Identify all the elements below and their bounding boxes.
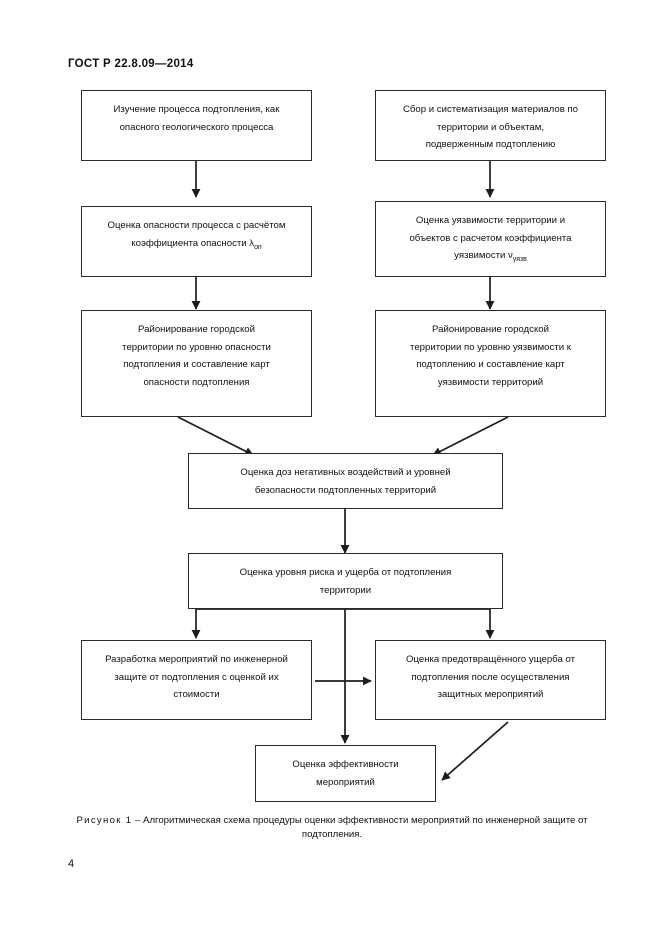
node-effectiveness-assessment-label: Оценка эффективности мероприятий — [292, 759, 399, 788]
node-collect-materials-label: Сбор и систематизация материалов по терр… — [403, 104, 578, 151]
node-vulnerability-assessment-label: Оценка уязвимости территории и объектов … — [383, 212, 598, 265]
figure-caption-text: Алгоритмическая схема процедуры оценки э… — [143, 815, 588, 841]
node-protection-measures-label: Разработка мероприятий по инженерной защ… — [105, 654, 288, 701]
node-dose-safety-assessment[interactable]: Оценка доз негативных воздействий и уров… — [188, 453, 503, 509]
node-collect-materials[interactable]: Сбор и систематизация материалов по терр… — [375, 90, 606, 161]
node-vulnerability-zoning[interactable]: Районирование городской территории по ур… — [375, 310, 606, 417]
node-protection-measures[interactable]: Разработка мероприятий по инженерной защ… — [81, 640, 312, 720]
node-hazard-assessment-subscript: оп — [254, 243, 262, 251]
node-hazard-zoning-label: Районирование городской территории по ур… — [122, 324, 271, 389]
page-number: 4 — [68, 858, 75, 870]
node-hazard-assessment-label: Оценка опасности процесса с расчётом коэ… — [89, 217, 304, 252]
node-vulnerability-assessment-subscript: уязв — [512, 256, 527, 264]
node-prevented-damage[interactable]: Оценка предотвращённого ущерба от подтоп… — [375, 640, 606, 720]
node-hazard-assessment[interactable]: Оценка опасности процесса с расчётом коэ… — [81, 206, 312, 277]
node-vulnerability-assessment-text: Оценка уязвимости территории и объектов … — [409, 215, 572, 262]
node-risk-damage-assessment[interactable]: Оценка уровня риска и ущерба от подтопле… — [188, 553, 503, 609]
node-study-process-label: Изучение процесса подтопления, как опасн… — [113, 104, 280, 133]
node-hazard-zoning[interactable]: Районирование городской территории по ур… — [81, 310, 312, 417]
figure-caption-dash: – — [135, 815, 141, 826]
node-vulnerability-assessment[interactable]: Оценка уязвимости территории и объектов … — [375, 201, 606, 277]
standard-header: ГОСТ Р 22.8.09—2014 — [68, 58, 194, 70]
figure-caption: Рисунок 1 – Алгоритмическая схема процед… — [62, 814, 602, 843]
node-risk-damage-assessment-label: Оценка уровня риска и ущерба от подтопле… — [239, 567, 452, 596]
node-vulnerability-zoning-label: Районирование городской территории по ур… — [410, 324, 571, 389]
node-effectiveness-assessment[interactable]: Оценка эффективности мероприятий — [255, 745, 436, 802]
node-hazard-assessment-text: Оценка опасности процесса с расчётом коэ… — [107, 220, 286, 249]
node-study-process[interactable]: Изучение процесса подтопления, как опасн… — [81, 90, 312, 161]
node-dose-safety-assessment-label: Оценка доз негативных воздействий и уров… — [240, 467, 451, 496]
figure-caption-label: Рисунок 1 — [76, 815, 133, 826]
node-prevented-damage-label: Оценка предотвращённого ущерба от подтоп… — [406, 654, 575, 701]
